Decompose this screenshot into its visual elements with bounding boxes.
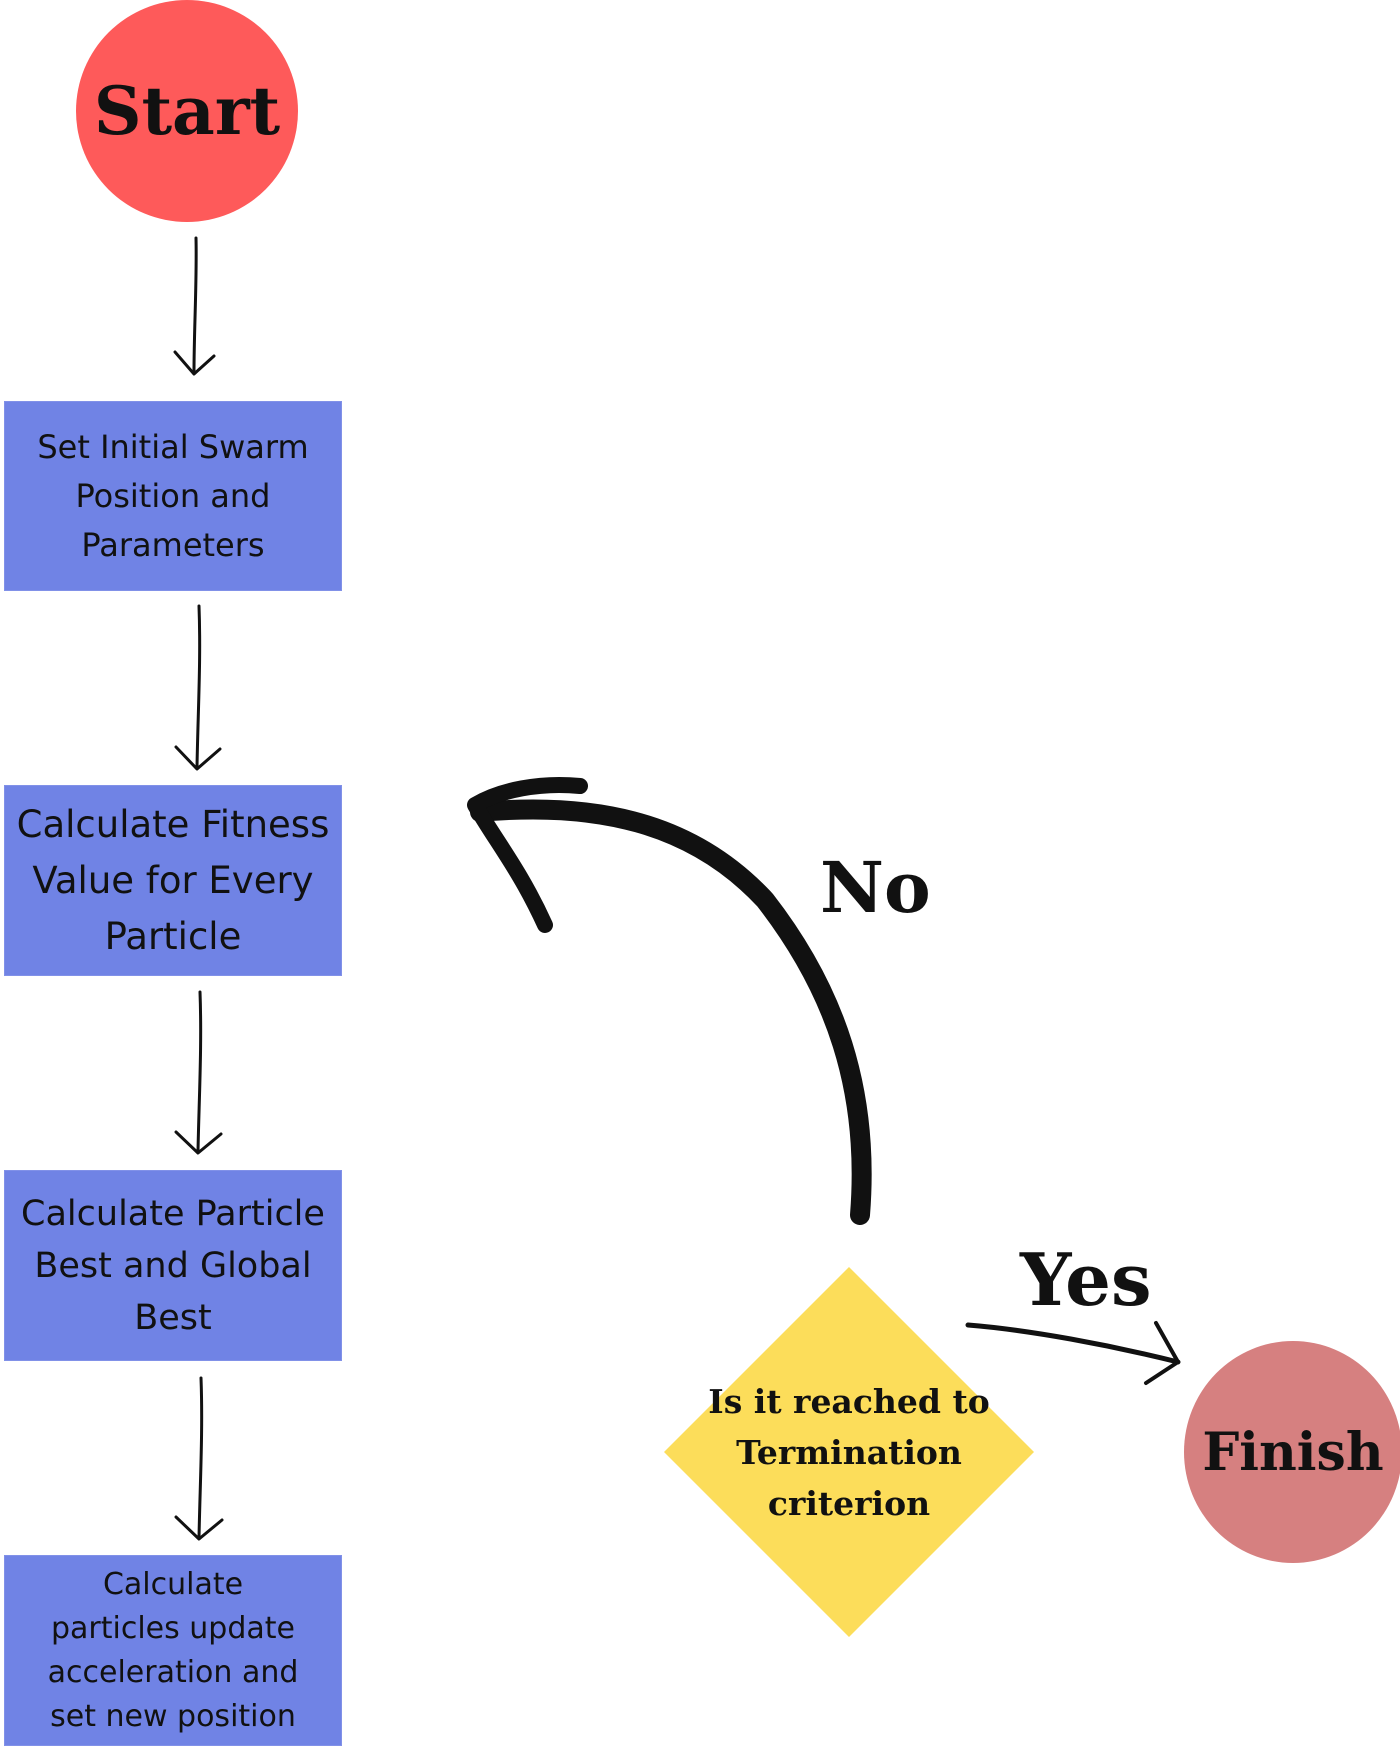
arrow-step-1-to-step-2: [174, 604, 222, 771]
arrow-step-3-to-step-4: [174, 1376, 224, 1541]
finish-node: Finish: [1184, 1341, 1400, 1563]
process-label: Calculate Particle Best and Global Best: [21, 1193, 325, 1338]
process-label: Calculate particles update acceleration …: [47, 1566, 299, 1734]
process-label: Calculate Fitness Value for Every Partic…: [16, 802, 330, 958]
decision-diamond: [664, 1267, 1034, 1637]
edge-label-yes: Yes: [1020, 1237, 1152, 1322]
start-label: Start: [93, 72, 281, 150]
process-box-update-position: Calculate particles update acceleration …: [4, 1555, 342, 1746]
arrow-start-to-step-1: [173, 236, 216, 376]
process-box-particle-global-best: Calculate Particle Best and Global Best: [4, 1170, 342, 1361]
arrow-step-2-to-step-3: [174, 990, 223, 1155]
process-box-set-initial-swarm: Set Initial Swarm Position and Parameter…: [4, 401, 342, 591]
start-node: Start: [76, 0, 298, 222]
decision-label: Is it reached to Termination criterion: [708, 1381, 990, 1523]
arrow-no-loop: [467, 776, 872, 1225]
edge-label-no: No: [820, 846, 931, 929]
finish-label: Finish: [1202, 1421, 1384, 1483]
arrow-yes: [965, 1321, 1181, 1385]
process-box-calculate-fitness: Calculate Fitness Value for Every Partic…: [4, 785, 342, 976]
process-label: Set Initial Swarm Position and Parameter…: [37, 427, 309, 564]
